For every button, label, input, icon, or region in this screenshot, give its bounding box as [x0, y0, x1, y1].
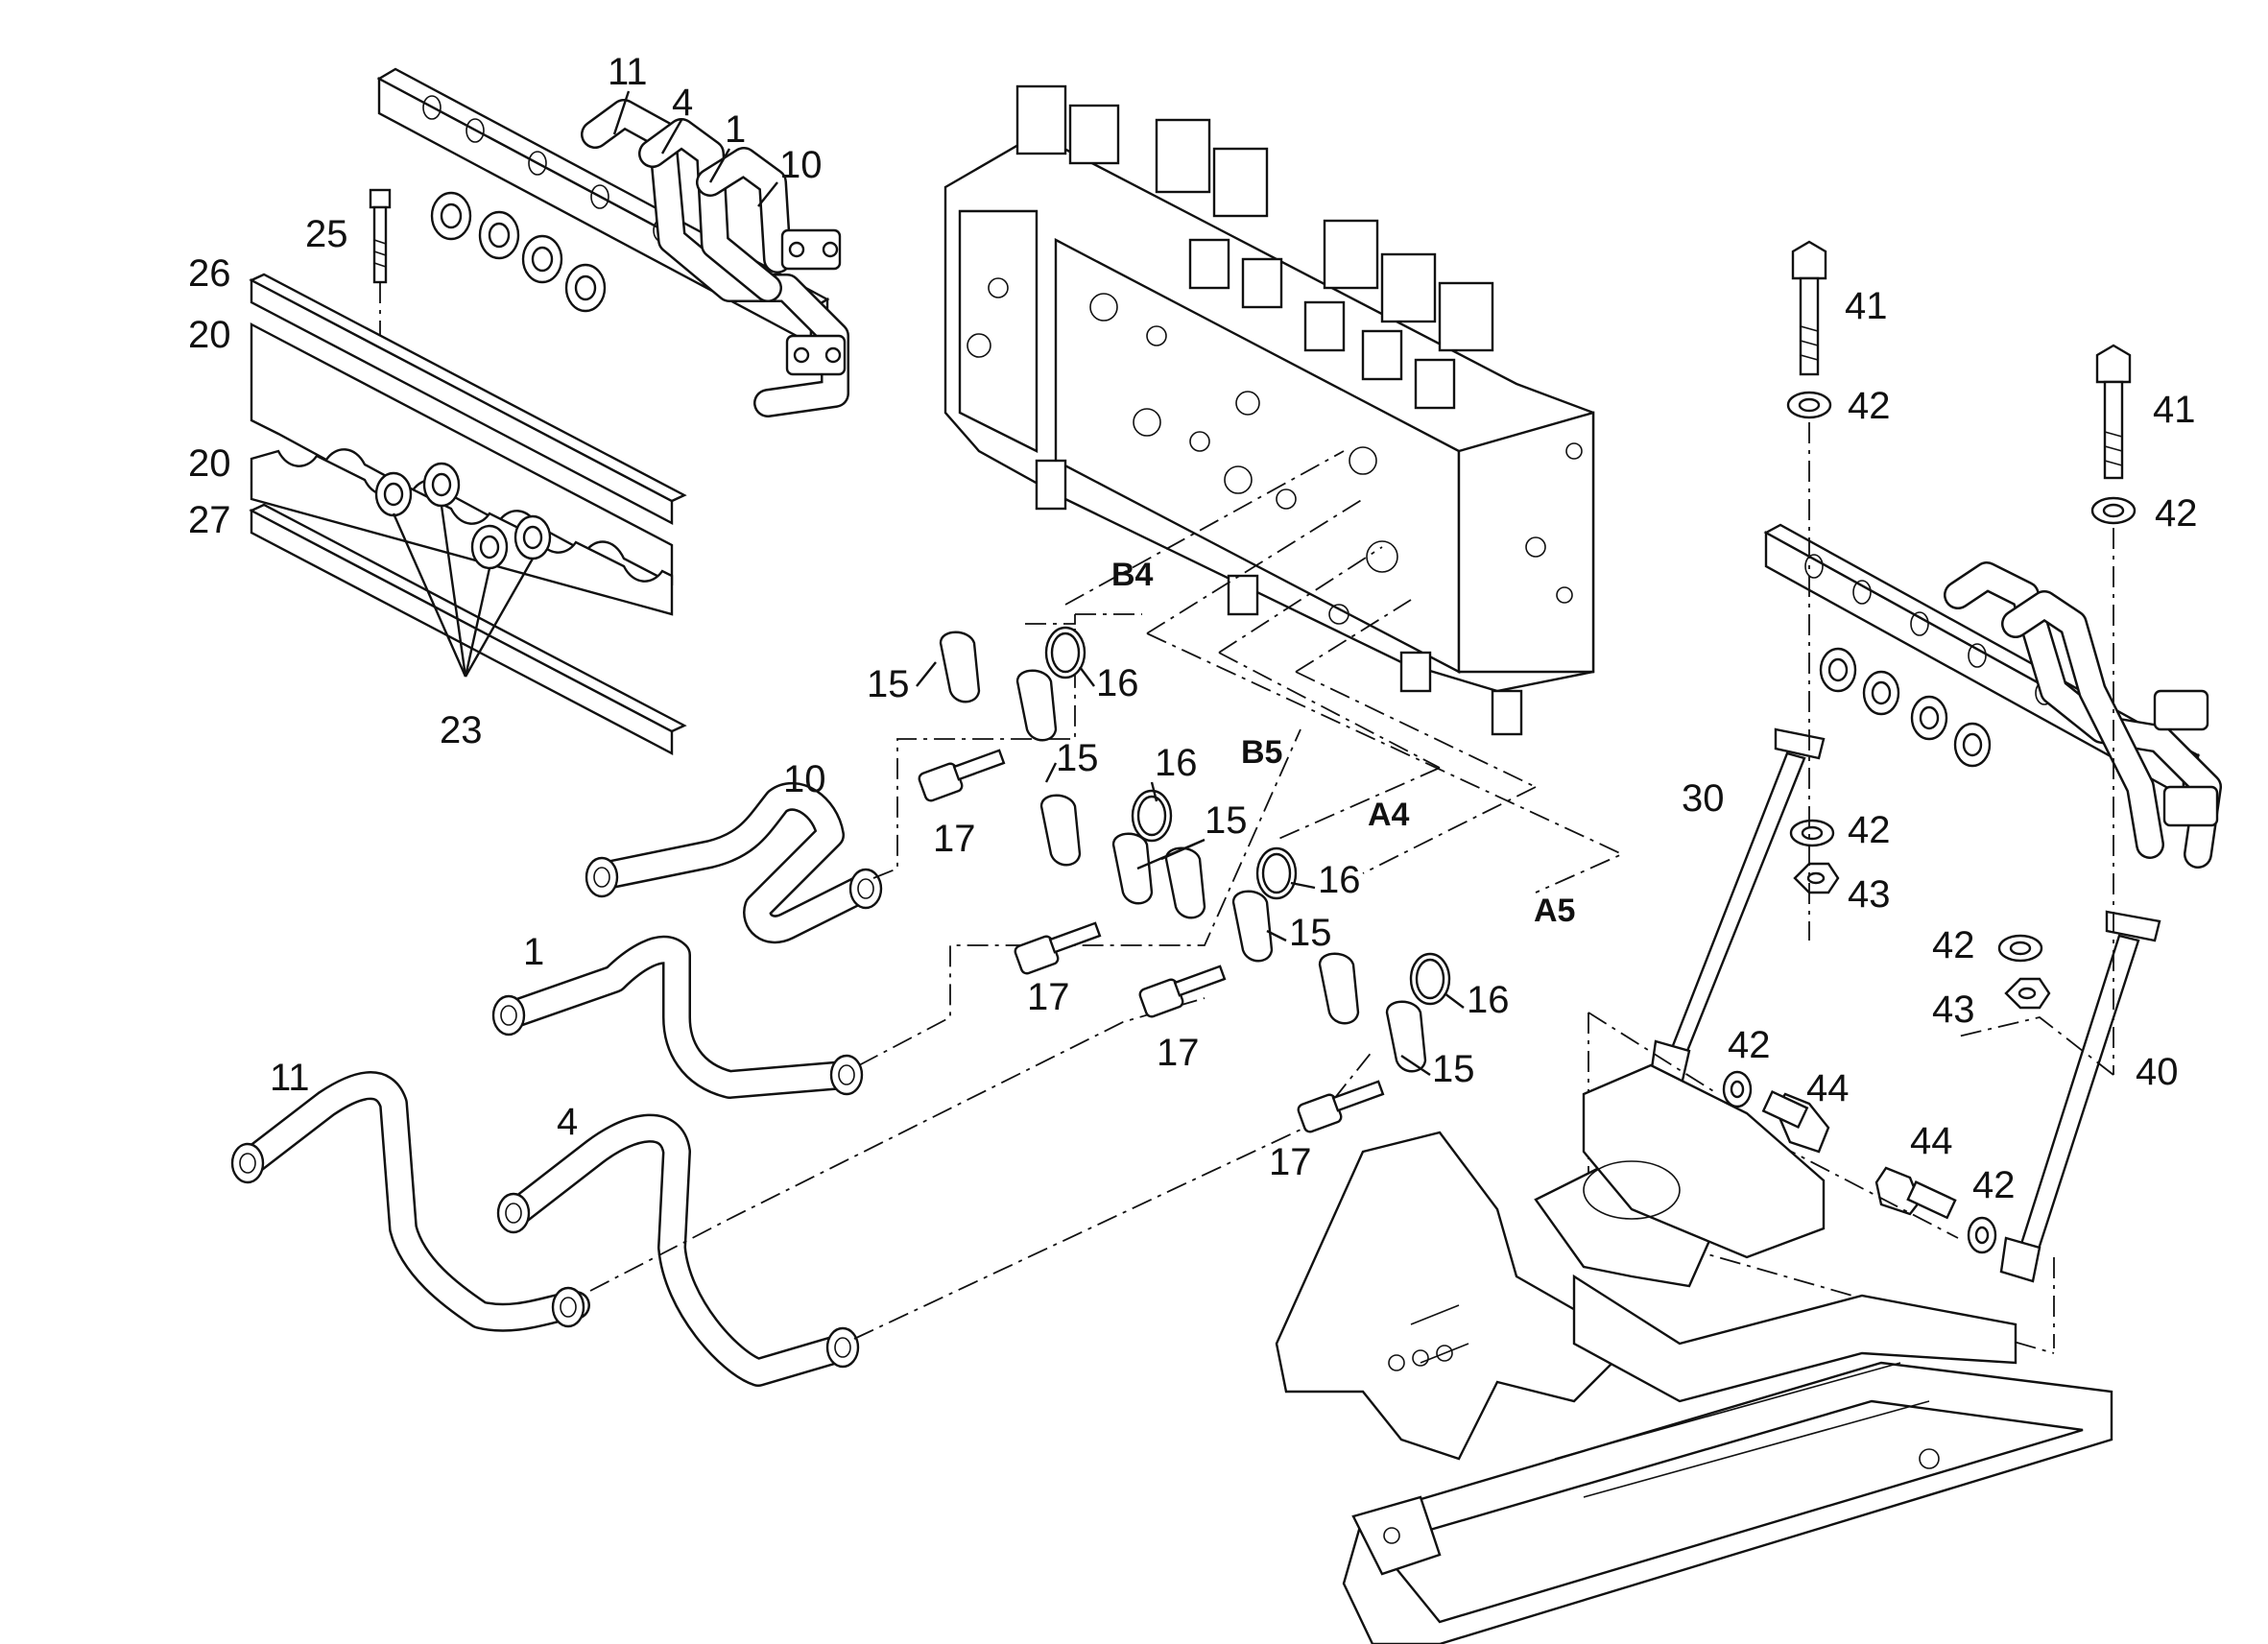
capscrews-17 — [918, 749, 1385, 1133]
pipe-manifold-assembly — [376, 67, 849, 417]
port-label-a5: A5 — [1534, 893, 1575, 929]
callout-26: 26 — [188, 252, 231, 295]
callout-23: 23 — [440, 709, 483, 751]
seal-leaders — [392, 505, 535, 678]
callout-16-c: 16 — [1318, 859, 1361, 901]
bolt-25 — [369, 188, 392, 345]
callout-15-c: 15 — [1205, 799, 1248, 842]
upperstructure-frame — [1275, 1063, 2113, 1644]
callout-41-b: 41 — [2153, 389, 2196, 431]
callout-17-d: 17 — [1269, 1141, 1312, 1183]
callout-11-pipe: 11 — [270, 1057, 310, 1099]
plate-27 — [249, 503, 687, 755]
clamp-lower-20 — [250, 449, 674, 616]
o-rings-16 — [1044, 626, 1451, 1006]
support-30 — [1649, 727, 1826, 1086]
callout-11-top: 11 — [608, 51, 648, 93]
callout-16-a: 16 — [1096, 662, 1139, 704]
callout-15-e: 15 — [1432, 1048, 1475, 1090]
callout-17-b: 17 — [1027, 976, 1070, 1018]
callout-30: 30 — [1682, 777, 1725, 820]
right-manifold-assembly — [1763, 523, 2222, 869]
pipe-11 — [230, 1071, 590, 1332]
pipe-10 — [585, 782, 883, 944]
pipe-1 — [491, 935, 864, 1099]
callout-20-b: 20 — [188, 442, 231, 485]
control-valve — [943, 84, 1595, 736]
bolts-44 — [1761, 1089, 1957, 1220]
callout-42-f: 42 — [1972, 1164, 2016, 1206]
callout-15-d: 15 — [1289, 912, 1332, 954]
callout-42-b: 42 — [2155, 492, 2198, 535]
split-flanges-15 — [939, 631, 1427, 1073]
callout-42-a: 42 — [1848, 385, 1891, 427]
callout-44-b: 44 — [1910, 1120, 1953, 1162]
callout-43-a: 43 — [1848, 873, 1891, 916]
clamp-upper-20 — [250, 322, 674, 585]
callout-leaders — [612, 90, 1465, 1076]
support-40 — [1999, 910, 2161, 1283]
callout-10-pipe: 10 — [783, 758, 826, 800]
nuts-43 — [1793, 862, 2051, 1010]
port-label-b5: B5 — [1241, 734, 1282, 771]
callout-27: 27 — [188, 499, 231, 541]
callout-16-b: 16 — [1155, 742, 1198, 784]
callout-41-a: 41 — [1845, 285, 1888, 327]
callout-20-a: 20 — [188, 314, 231, 356]
callout-44-a: 44 — [1806, 1067, 1850, 1109]
port-leaders — [1022, 450, 1625, 893]
callout-15-b: 15 — [1056, 737, 1099, 779]
callout-17-a: 17 — [933, 818, 976, 860]
callout-43-b: 43 — [1932, 989, 1975, 1031]
callout-42-c: 42 — [1848, 809, 1891, 851]
callout-25: 25 — [305, 213, 348, 255]
callout-42-e: 42 — [1728, 1024, 1771, 1066]
washers-42 — [1722, 391, 2137, 1254]
callout-40: 40 — [2136, 1051, 2179, 1093]
callout-4-top: 4 — [672, 82, 693, 124]
callout-1-pipe: 1 — [523, 931, 544, 973]
callout-15-a: 15 — [867, 663, 910, 705]
callout-17-c: 17 — [1157, 1032, 1200, 1074]
callout-4-pipe: 4 — [557, 1101, 578, 1143]
pipe-4 — [496, 1113, 860, 1387]
callout-labels: 11 4 1 10 25 26 20 20 27 23 15 16 15 16 … — [188, 51, 2198, 1206]
plate-26 — [249, 273, 687, 525]
port-label-b4: B4 — [1111, 557, 1154, 593]
port-label-a4: A4 — [1368, 797, 1410, 833]
callout-42-d: 42 — [1932, 924, 1975, 966]
callout-16-d: 16 — [1467, 979, 1510, 1021]
bolts-41 — [1791, 240, 2132, 480]
callout-1-top: 1 — [725, 108, 746, 151]
callout-10-top: 10 — [779, 144, 823, 186]
